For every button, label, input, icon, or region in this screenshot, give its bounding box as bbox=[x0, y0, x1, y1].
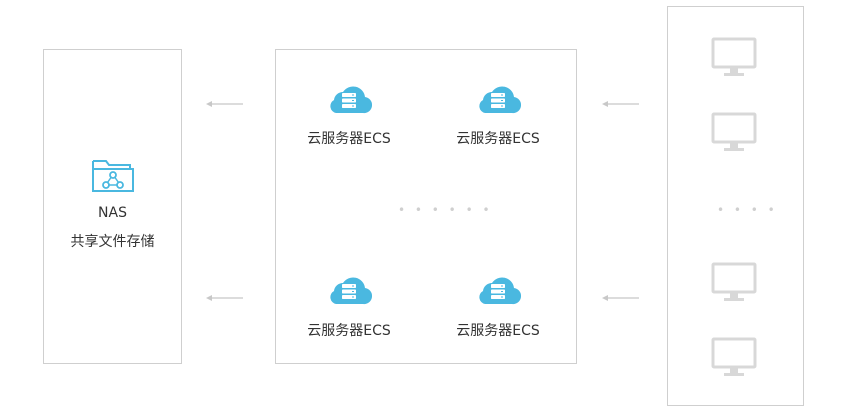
cloud-server-icon bbox=[479, 277, 521, 305]
arrow-left-icon bbox=[602, 295, 639, 301]
nas-description: 共享文件存储 bbox=[70, 234, 155, 250]
monitor-icon bbox=[711, 262, 757, 301]
cloud-server-icon bbox=[479, 86, 521, 114]
ecs-server-label: 云服务器ECS bbox=[456, 131, 540, 147]
ecs-server-label: 云服务器ECS bbox=[307, 323, 391, 339]
monitor-icon bbox=[711, 37, 757, 76]
ecs-server-label: 云服务器ECS bbox=[456, 323, 540, 339]
folder-share-icon bbox=[92, 160, 134, 192]
monitor-icon bbox=[711, 112, 757, 151]
monitor-icon bbox=[711, 337, 757, 376]
ecs-server-label: 云服务器ECS bbox=[307, 131, 391, 147]
arrow-left-icon bbox=[602, 101, 639, 107]
nas-label: NAS bbox=[98, 205, 127, 221]
ecs-ellipsis: • • • • • • bbox=[398, 203, 493, 217]
cloud-server-icon bbox=[330, 86, 372, 114]
arrow-left-icon bbox=[206, 101, 243, 107]
cloud-server-icon bbox=[330, 277, 372, 305]
ecs-cluster-box bbox=[275, 49, 577, 364]
arrow-left-icon bbox=[206, 295, 243, 301]
client-ellipsis: • • • • bbox=[717, 203, 778, 217]
nas-storage-box bbox=[43, 49, 182, 364]
